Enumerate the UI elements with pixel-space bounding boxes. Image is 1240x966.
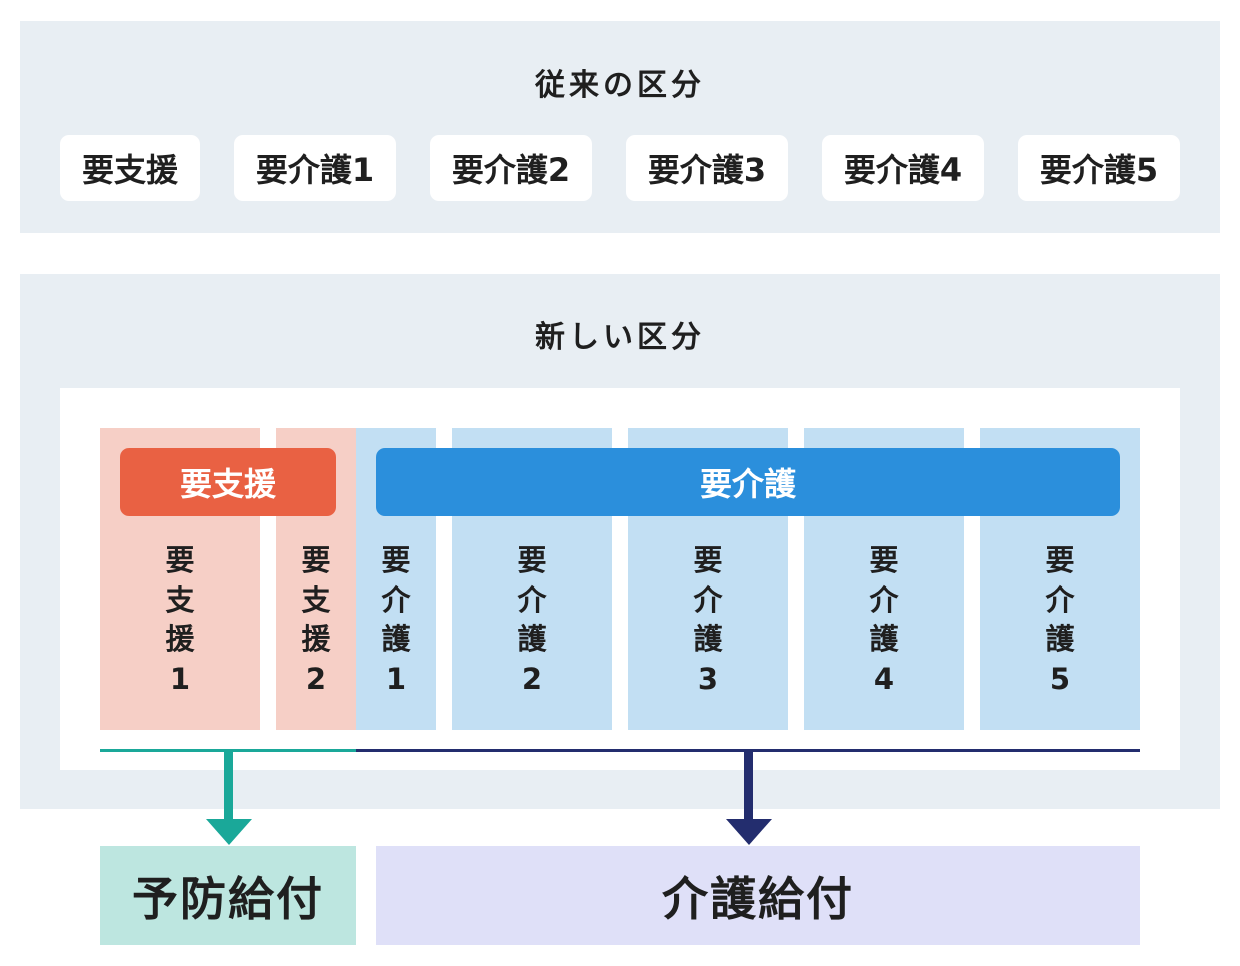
vertical-label-support-2: 要 支 援 2 [276, 541, 356, 699]
label-char: 要 [517, 543, 547, 577]
old-chip-care-3: 要介護3 [626, 135, 788, 201]
label-number: 2 [305, 661, 327, 696]
old-chip-care-2: 要介護2 [430, 135, 592, 201]
label-char: 援 [301, 622, 331, 656]
label-char: 要 [869, 543, 899, 577]
label-number: 4 [873, 661, 895, 696]
label-number: 3 [697, 661, 719, 696]
support-category-bar: 要支援 [120, 448, 336, 516]
old-chip-support: 要支援 [60, 135, 200, 201]
label-char: 介 [693, 582, 723, 617]
label-number: 5 [1049, 661, 1071, 696]
label-char: 援 [165, 622, 195, 656]
label-char: 介 [381, 582, 411, 617]
label-char: 護 [517, 622, 547, 656]
old-categories-title: 従来の区分 [535, 68, 705, 103]
label-char: 要 [165, 543, 195, 577]
vertical-label-care-3: 要 介 護 3 [628, 541, 788, 699]
label-number: 1 [169, 661, 191, 696]
prevention-arrow-stem [224, 752, 233, 822]
care-category-bar: 要介護 [376, 448, 1120, 516]
prevention-bracket-line [100, 749, 356, 752]
old-chip-care-4: 要介護4 [822, 135, 984, 201]
care-arrowhead-icon [726, 819, 772, 845]
label-char: 護 [693, 622, 723, 656]
label-char: 介 [1045, 582, 1075, 617]
label-char: 要 [693, 543, 723, 577]
label-char: 支 [301, 582, 331, 617]
label-char: 要 [381, 543, 411, 577]
label-char: 介 [869, 582, 899, 617]
care-arrow-stem [744, 752, 753, 822]
vertical-label-care-1: 要 介 護 1 [356, 541, 436, 699]
vertical-label-care-2: 要 介 護 2 [452, 541, 612, 699]
label-number: 1 [385, 661, 407, 696]
new-categories-title: 新しい区分 [535, 320, 705, 355]
old-chip-care-1: 要介護1 [234, 135, 396, 201]
vertical-label-support-1: 要 支 援 1 [100, 541, 260, 699]
vertical-label-care-5: 要 介 護 5 [980, 541, 1140, 699]
label-char: 要 [301, 543, 331, 577]
label-char: 要 [1045, 543, 1075, 577]
label-char: 支 [165, 582, 195, 617]
old-chip-care-5: 要介護5 [1018, 135, 1180, 201]
label-number: 2 [521, 661, 543, 696]
prevention-benefit-box: 予防給付 [100, 846, 356, 945]
care-bracket-line [356, 749, 1140, 752]
label-char: 護 [869, 622, 899, 656]
prevention-arrowhead-icon [206, 819, 252, 845]
label-char: 護 [381, 622, 411, 656]
label-char: 護 [1045, 622, 1075, 656]
care-benefit-box: 介護給付 [376, 846, 1140, 945]
vertical-label-care-4: 要 介 護 4 [804, 541, 964, 699]
old-categories-panel [20, 21, 1220, 233]
label-char: 介 [517, 582, 547, 617]
